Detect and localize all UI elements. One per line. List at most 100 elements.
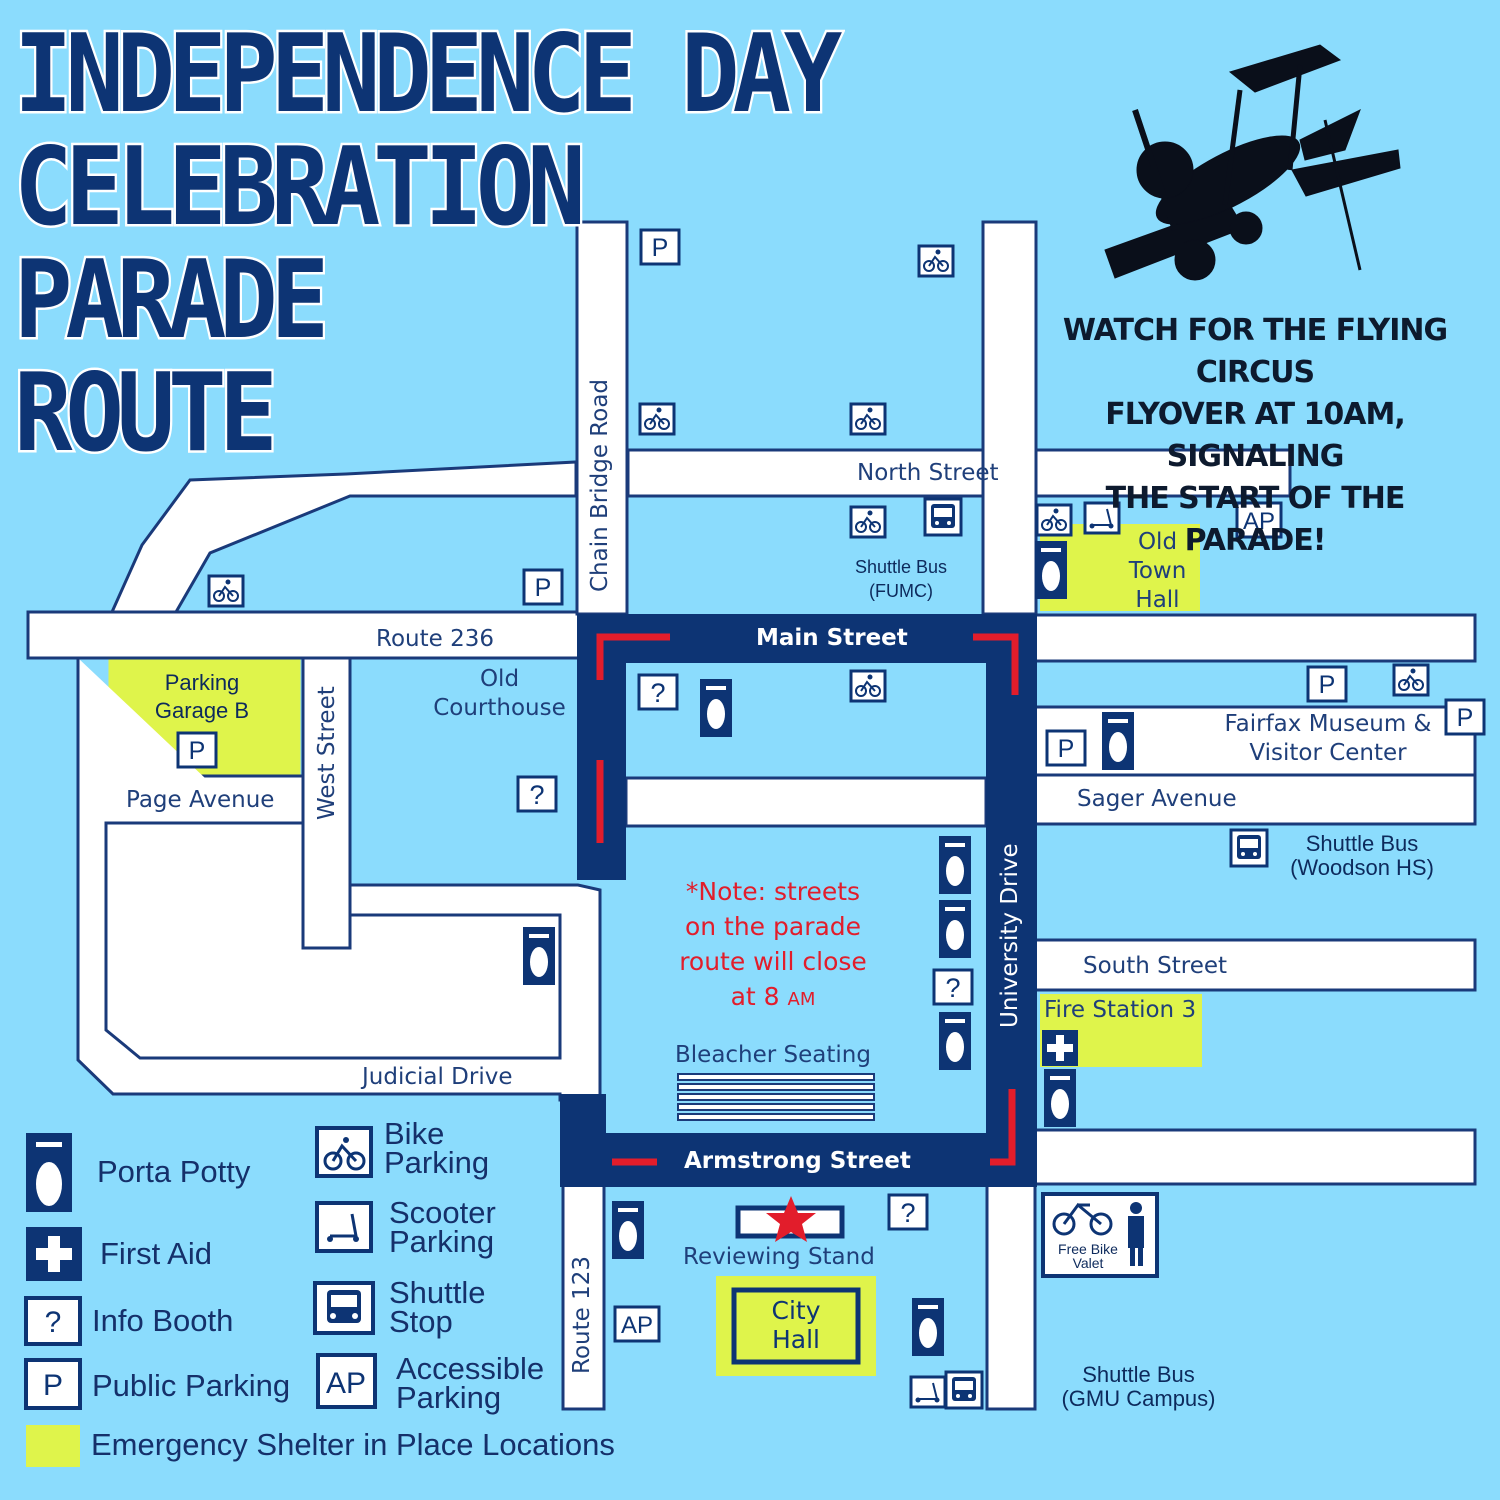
shuttle-woodson-line-2: (Woodson HS) <box>1290 855 1434 880</box>
scooter-icon <box>1083 501 1121 535</box>
svg-text:AP: AP <box>1243 508 1275 535</box>
legend-shapes: ? P AP <box>24 1126 377 1467</box>
old-courthouse-line-1: Old <box>479 666 520 692</box>
bike-icon <box>849 402 887 436</box>
fairfax-museum-line-2: Visitor Center <box>1249 740 1407 766</box>
porta-potty-icon <box>939 836 971 894</box>
label-university-drive: University Drive <box>997 843 1023 1028</box>
bike-valet-line-2: Valet <box>1072 1255 1104 1271</box>
label-armstrong-street: Armstrong Street <box>684 1148 911 1174</box>
label-judicial-drive: Judicial Drive <box>362 1064 513 1090</box>
label-south-street: South Street <box>1083 953 1228 979</box>
flyover-line-3: THE START OF THE PARADE! <box>1105 481 1406 558</box>
flyover-line-2: FLYOVER AT 10AM, SIGNALING <box>1105 397 1406 474</box>
legend-porta-potty-label: Porta Potty <box>97 1154 251 1189</box>
closure-note-line-4: at 8 AM <box>663 979 883 1017</box>
svg-text:?: ? <box>529 780 544 810</box>
svg-text:?: ? <box>900 1198 915 1228</box>
porta-potty-icon <box>939 900 971 958</box>
parking-icon: P <box>176 731 218 769</box>
old-town-hall-line-3: Hall <box>1135 587 1180 613</box>
road-sager-avenue <box>1033 773 1477 826</box>
first-aid-icon <box>1042 1030 1078 1066</box>
porta-potty-icon <box>612 1201 644 1259</box>
legend-shuttle-stop-label: Shuttle Stop <box>389 1275 486 1337</box>
label-north-street: North Street <box>857 460 999 486</box>
bike-icon <box>917 244 955 278</box>
porta-potty-icon <box>1044 1069 1076 1127</box>
label-bleacher-seating: Bleacher Seating <box>675 1042 871 1068</box>
road-northwest-curve <box>109 460 578 614</box>
flyover-line-1: WATCH FOR THE FLYING CIRCUS <box>1062 313 1448 390</box>
road-route-123 <box>561 1182 606 1411</box>
closure-note-line-2: on the parade <box>684 912 862 941</box>
title-line-3: PARADE <box>12 238 332 363</box>
shuttle-gmu-line-1: Shuttle Bus <box>1082 1362 1195 1387</box>
scooter-icon <box>909 1375 947 1409</box>
title-line-1: INDEPENDENCE DAY <box>12 12 845 137</box>
bike-icon <box>849 669 887 703</box>
legend-shelter-label: Emergency Shelter in Place Locations <box>91 1427 615 1462</box>
info-icon: ? <box>516 775 558 813</box>
label-fairfax-museum: Fairfax Museum & Visitor Center <box>1215 710 1441 768</box>
bike-icon <box>1035 503 1073 537</box>
label-city-hall: City Hall <box>740 1296 852 1354</box>
parking-icon: P <box>1306 665 1348 703</box>
porta-potty-icon <box>523 927 555 985</box>
label-west-street: West Street <box>314 686 340 820</box>
parade-route <box>560 614 1037 1187</box>
shuttle-fumc-line-2: (FUMC) <box>869 581 933 601</box>
closure-note-line-3: route will close <box>679 947 867 976</box>
legend-accessible-parking-label: Accessible Parking <box>396 1353 544 1413</box>
label-route-123: Route 123 <box>569 1256 595 1374</box>
info-icon: ? <box>887 1193 929 1231</box>
title-line-4: ROUTE <box>12 351 280 476</box>
legend-scooter-parking-line-1: Scooter <box>389 1195 496 1230</box>
closure-note-time: at 8 <box>730 982 788 1011</box>
shuttle-bus-icon <box>923 497 963 537</box>
road-university-south <box>985 1182 1037 1411</box>
road-south-street <box>1033 938 1477 992</box>
shelter-city-hall <box>716 1276 876 1376</box>
shuttle-bus-icon <box>944 1370 984 1410</box>
svg-text:?: ? <box>945 973 960 1003</box>
legend-bike-parking-label: Bike Parking <box>384 1118 490 1180</box>
bike-icon <box>849 505 887 539</box>
page-title: INDEPENDENCE DAY CELEBRATION PARADE ROUT… <box>12 12 845 476</box>
parking-icon: P <box>1045 729 1087 767</box>
legend-info-glyph: ? <box>45 1306 62 1339</box>
legend-parking-icon <box>24 1358 82 1410</box>
label-reviewing-stand: Reviewing Stand <box>683 1244 875 1270</box>
legend-bike-parking-line-2: Parking <box>384 1145 490 1180</box>
porta-potty-icon <box>700 679 732 737</box>
legend-shuttle-stop-line-1: Shuttle <box>389 1275 486 1310</box>
roads <box>26 220 1477 1411</box>
closure-note-line-1: *Note: streets <box>685 877 861 906</box>
label-old-courthouse: Old Courthouse <box>422 665 577 723</box>
legend-info-booth-label: Info Booth <box>92 1303 234 1338</box>
label-parking-garage-b: Parking Garage B <box>112 669 292 725</box>
parking-icon: P <box>1444 698 1486 736</box>
info-icon: ? <box>637 673 679 711</box>
svg-text:P: P <box>1319 671 1336 699</box>
svg-text:P: P <box>1457 704 1474 732</box>
legend-scooter-parking-label: Scooter Parking <box>389 1195 496 1257</box>
label-bike-valet: Free Bike Valet <box>1046 1242 1130 1270</box>
road-armstrong-east <box>1033 1128 1477 1186</box>
legend-parking-glyph: P <box>43 1369 63 1402</box>
legend-info-icon <box>24 1296 82 1346</box>
road-north-street <box>626 448 1292 498</box>
old-courthouse-line-2: Courthouse <box>433 695 566 721</box>
parking-garage-b-line-2: Garage B <box>154 698 250 723</box>
shuttle-bus-icon <box>1229 828 1269 868</box>
legend-shelter-swatch <box>26 1425 80 1467</box>
parking-icon: P <box>522 568 564 606</box>
label-shuttle-woodson: Shuttle Bus (Woodson HS) <box>1276 832 1448 880</box>
porta-potty-icon <box>1102 712 1134 770</box>
city-hall-line-1: City <box>771 1296 821 1325</box>
bike-icon <box>1392 663 1430 697</box>
shuttle-fumc-line-1: Shuttle Bus <box>854 557 948 577</box>
road-route-236-west <box>26 610 582 660</box>
road-mid-block <box>624 776 988 828</box>
